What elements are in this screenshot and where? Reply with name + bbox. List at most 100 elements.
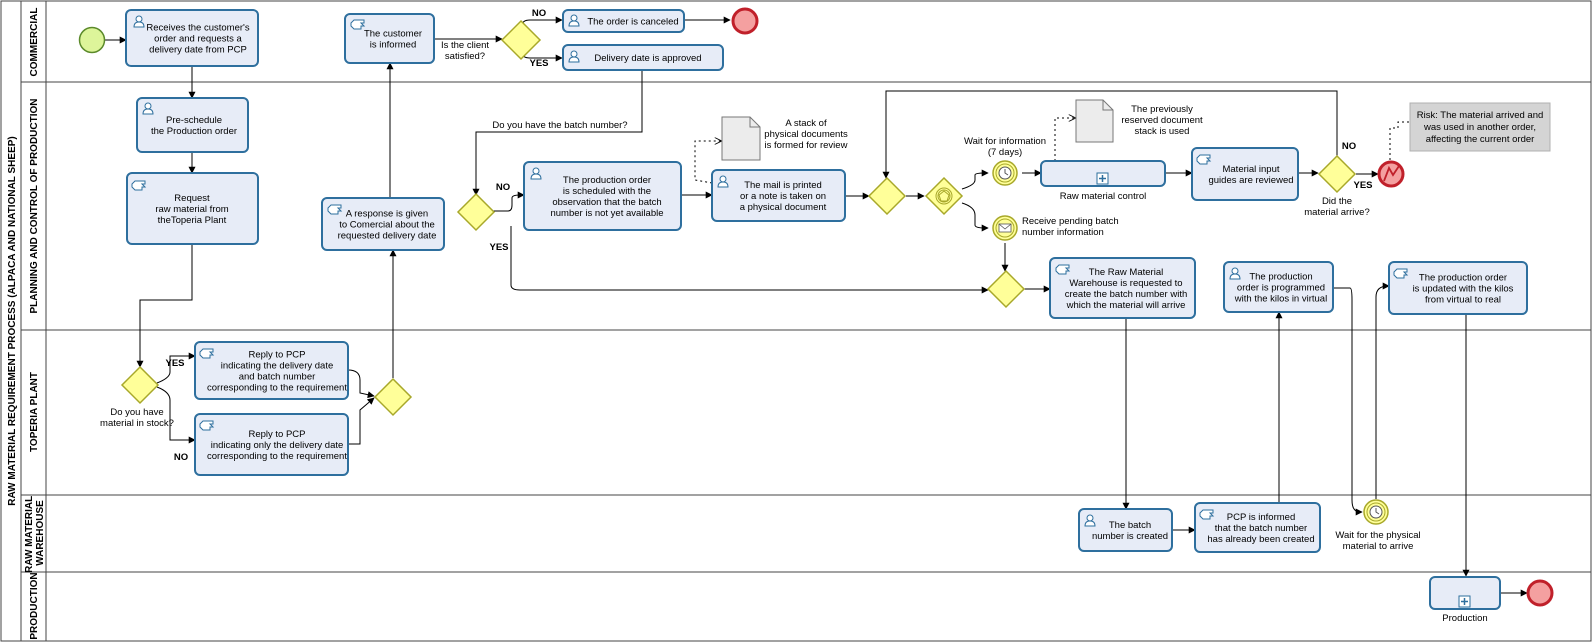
error-end-event-risk [1377,160,1405,188]
task-label: Delivery date is approved [594,53,701,64]
manual-task-icon [350,19,366,30]
manual-task-icon [1199,509,1215,520]
document-reserved [1075,99,1114,143]
gateway-event-based [924,176,964,216]
end-event-canceled [731,7,759,35]
gateway-batch-merge [986,269,1026,309]
timer-event-wait-info [992,160,1018,186]
manual-task-icon [1393,268,1409,279]
start-event [78,26,106,54]
manual-task-icon [199,348,215,359]
gateway-planning-merge [867,176,907,216]
user-task-icon [133,15,145,28]
raw-control-label: Raw material control [1060,191,1147,202]
associations [694,118,1410,184]
manual-task-icon [199,420,215,431]
production-label: Production [1442,613,1487,624]
gateway-batch-number [456,192,496,232]
pool-title: RAW MATERIAL REQUIREMENT PROCESS (ALPACA… [7,136,18,505]
wait-info-label: Wait for information(7 days) [964,136,1046,158]
user-task-icon [530,167,542,180]
task-label: The order is canceled [587,17,678,28]
user-task-icon [717,175,729,188]
flow-label-yes: YES [1353,180,1372,191]
have-batch-label: Do you have the batch number? [492,120,627,131]
user-task-icon [1084,514,1096,527]
events [78,7,1554,607]
gateway-material-arrived [1317,154,1357,194]
user-task-icon [142,102,154,115]
flow-label-no: NO [174,452,188,463]
end-event-production [1526,579,1554,607]
lane-planning: PLANNING AND CONTROL OF PRODUCTION [29,99,40,314]
subprocess-raw-control[interactable] [1040,160,1166,187]
message-event-receive [992,215,1018,241]
task-delivery-approved[interactable]: Delivery date is approved [562,44,724,71]
flow-label-yes: YES [165,358,184,369]
gateway-material-stock [120,365,160,405]
manual-task-icon [131,180,147,191]
user-task-icon [568,50,580,63]
manual-task-icon [1055,264,1071,275]
flow-label-yes: YES [529,58,548,69]
lane-toperia: TOPERIA PLANT [29,372,40,452]
user-task-icon [1229,267,1241,280]
manual-task-icon [327,204,343,215]
gateway-toperia-merge [373,377,413,417]
flow-label-no: NO [532,8,546,19]
sequence-flows [105,16,1528,597]
subprocess-production[interactable] [1429,576,1501,610]
gateways [120,19,1357,417]
gateway-client-satisfied [500,19,542,61]
timer-event-wait-physical [1363,499,1389,525]
lane-warehouse: RAW MATERIAL WAREHOUSE [24,493,46,573]
data-objects [721,99,1551,161]
flow-label-no: NO [496,182,510,193]
document-stack [721,116,761,161]
flow-label-no: NO [1342,141,1356,152]
manual-task-icon [1196,154,1212,165]
task-order-canceled[interactable]: The order is canceled [562,9,685,33]
flow-label-yes: YES [489,242,508,253]
